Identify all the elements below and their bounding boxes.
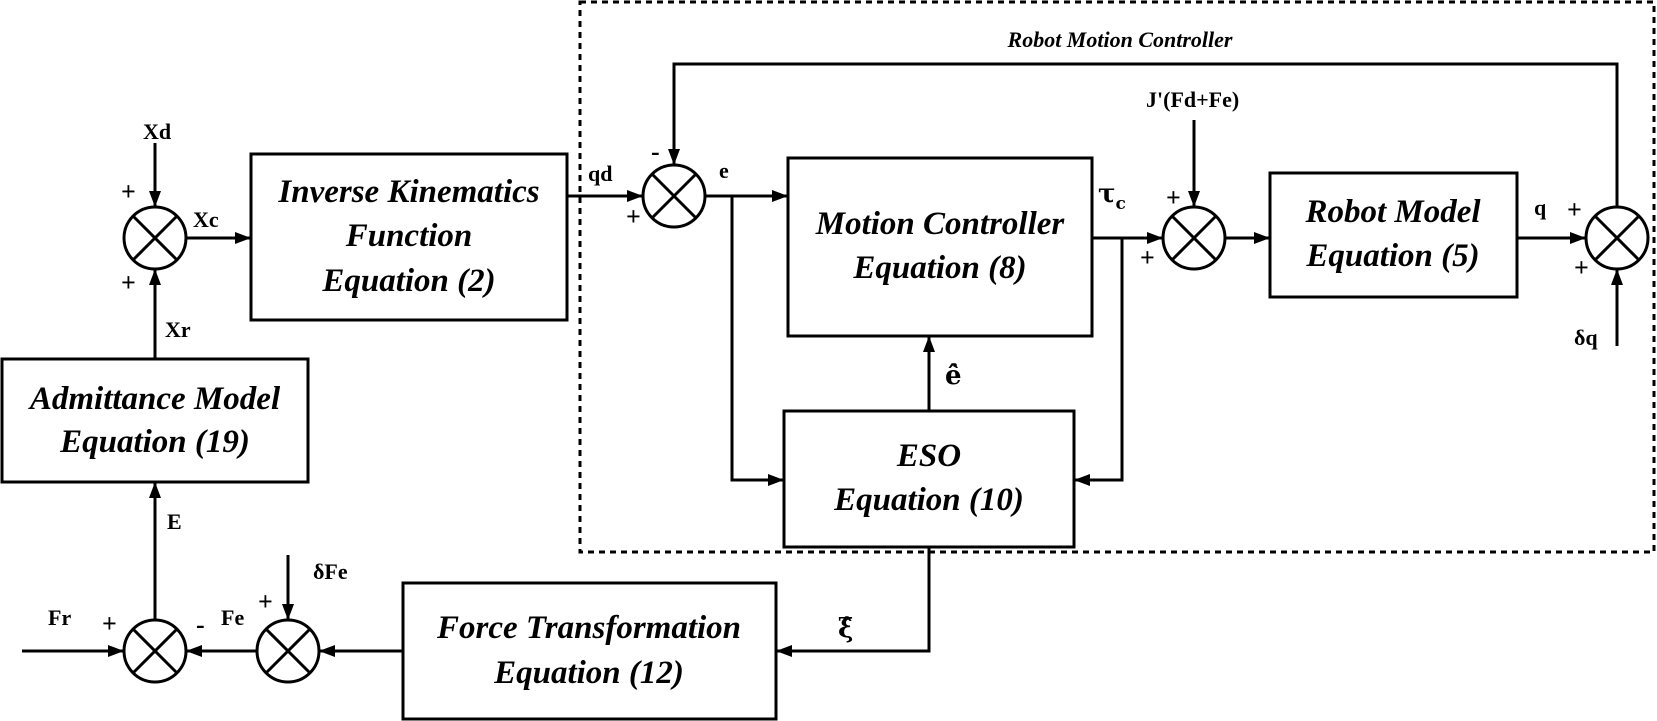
inverse-kinematics-line2: Function: [345, 218, 473, 254]
force-transformation-line1: Force Transformation: [436, 610, 741, 646]
label-delta-fe: δFe: [313, 559, 348, 584]
label-jt-force: J'(Fd+Fe): [1146, 87, 1239, 112]
sign-delta-fe-plus: +: [258, 587, 273, 616]
inverse-kinematics-block: Inverse Kinematics Function Equation (2): [249, 152, 569, 322]
sign-jt-force-plus: +: [1166, 183, 1181, 212]
force-transformation-block: Force Transformation Equation (12): [401, 581, 778, 721]
robot-motion-controller-title: Robot Motion Controller: [1007, 27, 1233, 52]
summing-junction-torque: [1161, 205, 1227, 271]
admittance-model-line1: Admittance Model: [28, 381, 281, 417]
robot-motion-controller-boundary: [578, 0, 1656, 554]
wire-xi-hat: [776, 547, 931, 657]
sign-delta-q-plus: +: [1574, 253, 1589, 282]
wire-tau-to-eso: [1074, 238, 1124, 486]
label-fr: Fr: [48, 605, 71, 630]
inverse-kinematics-line3: Equation (2): [321, 263, 495, 299]
summing-junction-q: [1584, 205, 1650, 271]
label-tau-symbol: τ: [1098, 179, 1116, 209]
sign-xr-plus: +: [121, 268, 136, 297]
label-xc: Xc: [193, 207, 219, 232]
motion-controller-block: Motion Controller Equation (8): [786, 156, 1094, 338]
label-e-cap: E: [167, 509, 182, 534]
sign-fr-plus: +: [102, 609, 117, 638]
admittance-model-line2: Equation (19): [59, 424, 250, 460]
sign-fe-minus: -: [196, 610, 205, 639]
label-delta-q: δq: [1574, 325, 1598, 350]
summing-junction-fe: [255, 618, 321, 684]
label-qd: qd: [588, 161, 612, 186]
label-fe: Fe: [221, 605, 244, 630]
wire-e-to-eso: [730, 196, 784, 486]
label-q: q: [1534, 195, 1547, 220]
inverse-kinematics-line1: Inverse Kinematics: [277, 174, 539, 210]
sign-tau-plus: +: [1140, 243, 1155, 272]
admittance-model-block: Admittance Model Equation (19): [0, 357, 310, 484]
eso-line1: ESO: [896, 438, 961, 474]
eso-block: ESO Equation (10): [782, 409, 1076, 549]
robot-model-line1: Robot Model: [1304, 194, 1481, 230]
summing-junction-xc: [122, 205, 188, 271]
motion-controller-line1: Motion Controller: [815, 206, 1066, 242]
sign-xd-plus: +: [121, 177, 136, 206]
motion-controller-line2: Equation (8): [852, 250, 1026, 286]
wire-feedback: [668, 62, 1619, 207]
label-e: e: [719, 158, 729, 183]
summing-junction-error: [641, 163, 707, 229]
label-e-dot-hat: ê̇: [945, 361, 962, 391]
label-xd: Xd: [143, 119, 171, 144]
force-transformation-line2: Equation (12): [493, 655, 684, 691]
sign-q-plus: +: [1567, 195, 1582, 224]
summing-junction-fr: [122, 618, 188, 684]
sign-qd-plus: +: [626, 202, 641, 231]
eso-line2: Equation (10): [833, 482, 1024, 518]
label-xi-hat: ξ̂: [838, 614, 853, 644]
label-tau: τc: [1098, 179, 1126, 214]
label-tau-subscript: c: [1116, 194, 1126, 214]
robot-model-line2: Equation (5): [1305, 238, 1479, 274]
robot-model-block: Robot Model Equation (5): [1268, 171, 1519, 299]
label-xr: Xr: [165, 317, 191, 342]
sign-feedback-minus: -: [651, 137, 660, 166]
